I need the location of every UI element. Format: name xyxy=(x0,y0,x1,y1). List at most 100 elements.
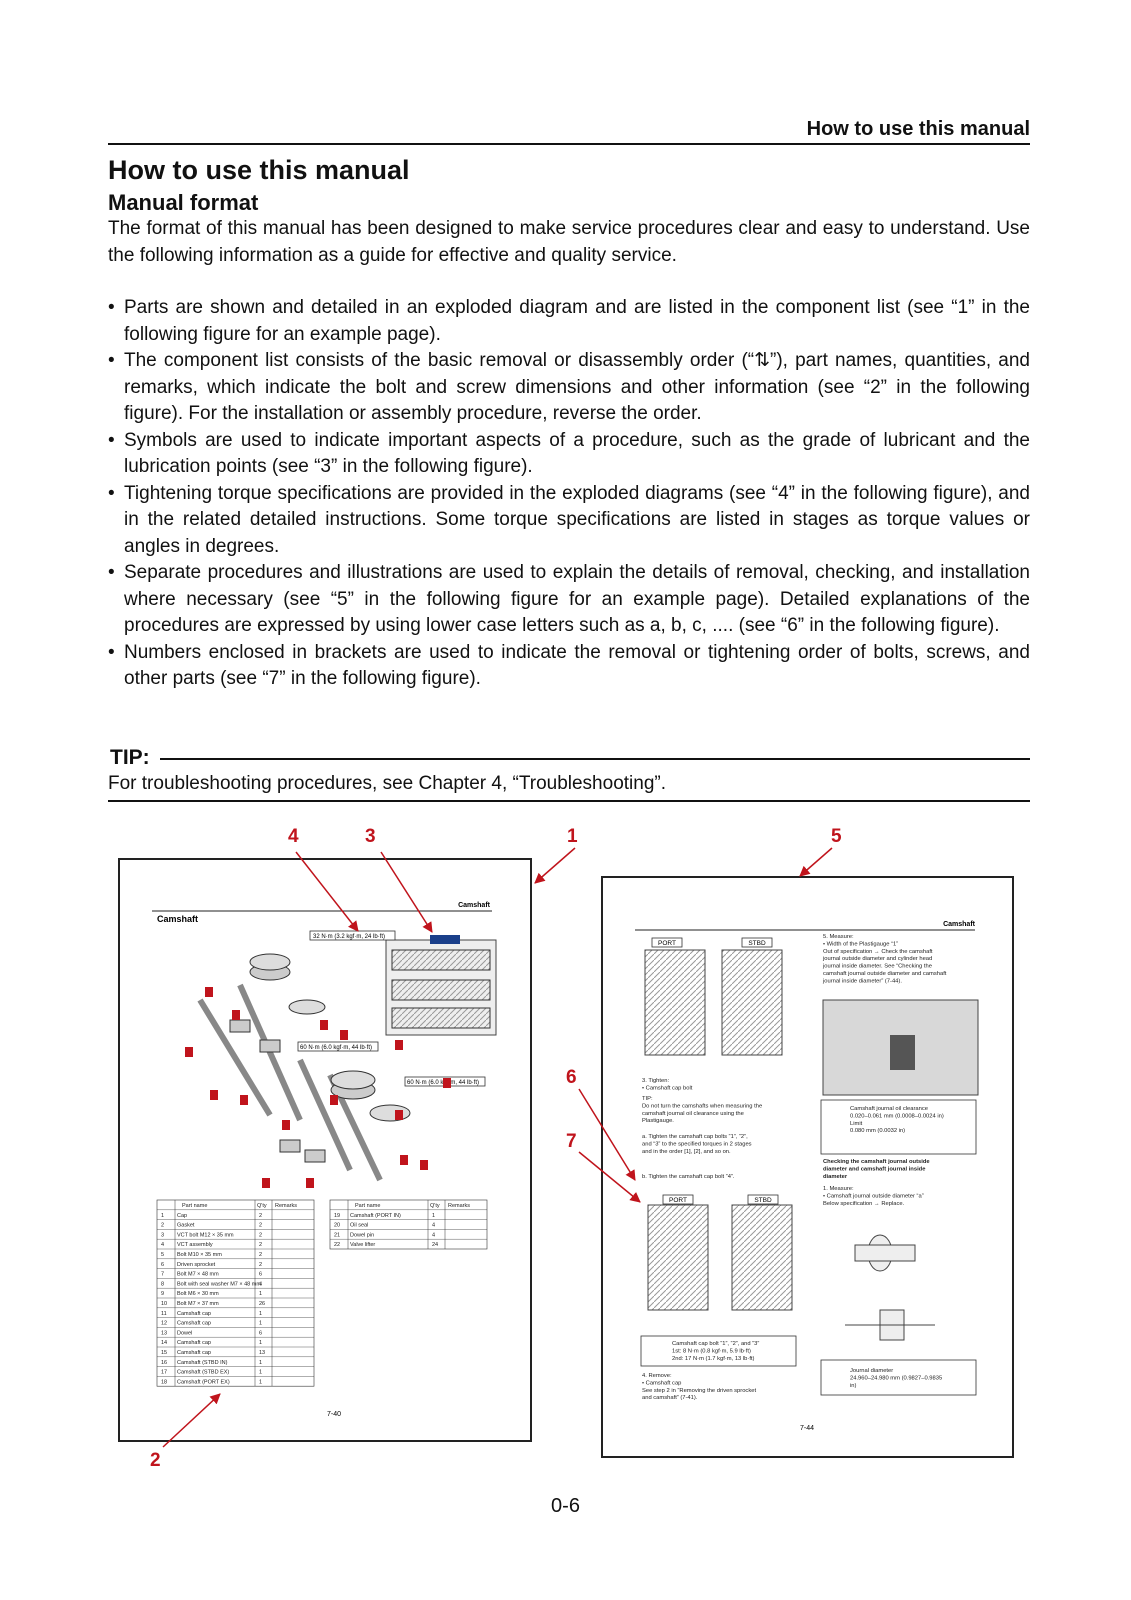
callout-1: 1 xyxy=(567,826,578,847)
table-cell: Camshaft (STBD IN) xyxy=(177,1360,228,1366)
table-header: Q'ty xyxy=(430,1203,440,1209)
right-page-text-check_step: 1. Measure:• Camshaft journal outside di… xyxy=(823,1186,924,1207)
journal-diagram xyxy=(845,1234,935,1341)
table-cell: VCT assembly xyxy=(177,1242,213,1248)
table-cell: 1 xyxy=(259,1370,262,1376)
table-cell: 18 xyxy=(161,1379,167,1385)
table-cell: 9 xyxy=(161,1291,164,1297)
table-cell: VCT bolt M12 × 35 mm xyxy=(177,1232,234,1238)
callout-4: 4 xyxy=(288,826,299,847)
callout-3: 3 xyxy=(365,826,376,847)
right-page-header: Camshaft xyxy=(943,921,976,928)
table-cell: 22 xyxy=(334,1242,340,1248)
table-header: Remarks xyxy=(275,1203,297,1209)
bullet-item: Separate procedures and illustrations ar… xyxy=(108,560,1030,640)
table-cell: Bolt M7 × 37 mm xyxy=(177,1301,219,1307)
bullet-list: Parts are shown and detailed in an explo… xyxy=(108,295,1030,693)
table-cell: 5 xyxy=(161,1252,164,1258)
table-cell: Driven sprocket xyxy=(177,1262,216,1268)
table-header: Part name xyxy=(182,1203,207,1209)
torque-label: 32 N·m (3.2 kgf·m, 24 lb·ft) xyxy=(313,934,385,940)
table-cell: Dowel pin xyxy=(350,1232,374,1238)
table-cell: 1 xyxy=(259,1321,262,1327)
intro-paragraph: The format of this manual has been desig… xyxy=(108,218,1030,266)
table-cell: 1 xyxy=(432,1213,435,1219)
table-cell: 24 xyxy=(432,1242,438,1248)
section-subtitle: Manual format xyxy=(108,190,259,215)
table-cell: 1 xyxy=(161,1213,164,1219)
table-cell: 4 xyxy=(432,1223,435,1229)
table-cell: Gasket xyxy=(177,1223,195,1229)
table-cell: 4 xyxy=(161,1242,164,1248)
right-page-text-step_b: b. Tighten the camshaft cap bolt “4”. xyxy=(642,1174,735,1180)
table-cell: Camshaft (PORT IN) xyxy=(350,1213,401,1219)
table-cell: 2 xyxy=(259,1232,262,1238)
table-cell: Camshaft cap xyxy=(177,1350,211,1356)
callout-2: 2 xyxy=(150,1450,161,1471)
left-page-header: Camshaft xyxy=(458,902,491,909)
table-cell: Dowel xyxy=(177,1330,192,1336)
table-cell: Camshaft cap xyxy=(177,1311,211,1317)
table-cell: 3 xyxy=(161,1232,164,1238)
left-page-title: Camshaft xyxy=(157,914,198,924)
table-cell: 2 xyxy=(259,1213,262,1219)
table-cell: Bolt M6 × 30 mm xyxy=(177,1291,219,1297)
table-cell: 6 xyxy=(161,1262,164,1268)
callout-6: 6 xyxy=(566,1067,577,1088)
right-example-page: Camshaft PORT STBD PORT STBD xyxy=(601,876,1014,1458)
table-cell: 13 xyxy=(161,1330,167,1336)
table-cell: Bolt with seal washer M7 × 48 mm xyxy=(177,1281,261,1287)
table-cell: 10 xyxy=(161,1301,167,1307)
diagram-label-stbd: STBD xyxy=(754,1197,772,1204)
cylinder-head-diagram-top: PORT STBD xyxy=(644,937,783,1056)
table-cell: Bolt M10 × 35 mm xyxy=(177,1252,222,1258)
table-cell: 14 xyxy=(161,1340,167,1346)
table-cell: 2 xyxy=(259,1262,262,1268)
table-cell: 4 xyxy=(432,1232,435,1238)
table-cell: 2 xyxy=(161,1223,164,1229)
section-title: How to use this manual xyxy=(108,155,410,185)
bullet-item: Tightening torque specifications are pro… xyxy=(108,481,1030,561)
page-number: 0-6 xyxy=(551,1495,580,1517)
left-example-page: Camshaft Camshaft 3 2 xyxy=(118,858,532,1442)
torque-label: 60 N·m (6.0 kgf·m, 44 lb·ft) xyxy=(300,1045,372,1051)
diagram-label-port: PORT xyxy=(658,940,676,947)
table-cell: Valve lifter xyxy=(350,1242,375,1248)
table-cell: Bolt M7 × 48 mm xyxy=(177,1272,219,1278)
table-cell: 7 xyxy=(161,1272,164,1278)
table-cell: Camshaft cap xyxy=(177,1321,211,1327)
callout-arrows xyxy=(162,847,833,1448)
right-page-text-torque_spec: Camshaft cap bolt “1”, “2”, and “3”1st: … xyxy=(672,1341,759,1362)
table-cell: 1 xyxy=(259,1360,262,1366)
left-page-number: 7-40 xyxy=(327,1411,341,1418)
table-cell: Camshaft (PORT EX) xyxy=(177,1379,230,1385)
table-cell: 1 xyxy=(259,1311,262,1317)
table-cell: 17 xyxy=(161,1370,167,1376)
tip-text: For troubleshooting procedures, see Chap… xyxy=(108,773,666,794)
bullet-item: Symbols are used to indicate important a… xyxy=(108,428,1030,481)
table-cell: 4 xyxy=(259,1281,262,1287)
table-cell: 2 xyxy=(259,1252,262,1258)
bullet-item: Numbers enclosed in brackets are used to… xyxy=(108,640,1030,693)
right-page-text-step5: 5. Measure:• Width of the Plastigauge “1… xyxy=(822,934,947,984)
callout-5: 5 xyxy=(831,826,842,847)
table-cell: 8 xyxy=(161,1281,164,1287)
right-page-text-tip: TIP:Do not turn the camshafts when measu… xyxy=(642,1096,762,1124)
bullet-item: The component list consists of the basic… xyxy=(108,348,1030,428)
tip-bottom-rule xyxy=(108,800,1030,802)
table-cell: 6 xyxy=(259,1272,262,1278)
diagram-label-stbd: STBD xyxy=(748,940,766,947)
table-header: Remarks xyxy=(448,1203,470,1209)
table-cell: Oil seal xyxy=(350,1223,368,1229)
right-page-number: 7-44 xyxy=(800,1425,814,1432)
exploded-diagram xyxy=(197,939,497,1182)
table-cell: 12 xyxy=(161,1321,167,1327)
table-cell: 2 xyxy=(259,1242,262,1248)
table-cell: 11 xyxy=(161,1311,167,1317)
table-cell: 1 xyxy=(259,1379,262,1385)
table-cell: 1 xyxy=(259,1291,262,1297)
